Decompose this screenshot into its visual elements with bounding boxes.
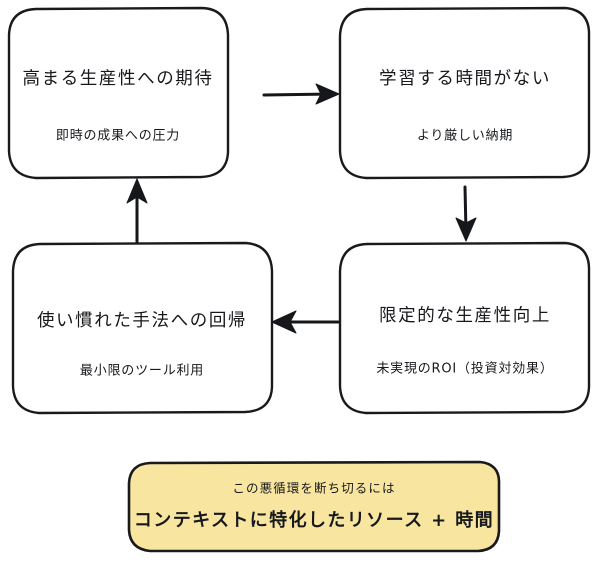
edge-top — [262, 83, 340, 105]
node-rising-expectations-outline — [7, 6, 230, 180]
node-revert-to-habit-title: 使い慣れた手法への回帰 — [37, 310, 247, 331]
edge-bottom-arrowhead — [271, 310, 297, 334]
node-no-time-to-learn[interactable]: 学習する時間がない より厳しい納期 — [338, 6, 591, 180]
callout-solution-kicker: この悪循環を断ち切るには — [232, 481, 395, 496]
edge-left-arrowhead — [126, 178, 148, 204]
callout-solution[interactable]: この悪循環を断ち切るには コンテキストに特化したリソース + 時間 — [127, 460, 501, 553]
node-revert-to-habit[interactable]: 使い慣れた手法への回帰 最小限のツール利用 — [11, 241, 274, 415]
node-no-time-to-learn-subtitle: より厳しい納期 — [417, 129, 513, 144]
node-rising-expectations[interactable]: 高まる生産性への期待 即時の成果への圧力 — [7, 6, 230, 180]
edge-bottom — [271, 310, 340, 334]
node-limited-gain-outline — [338, 241, 591, 415]
edge-top-arrowhead — [315, 83, 340, 105]
node-revert-to-habit-outline — [11, 241, 274, 415]
node-revert-to-habit-subtitle: 最小限のツール利用 — [80, 364, 204, 379]
node-limited-gain-subtitle: 未実現のROI（投資対効果） — [376, 361, 553, 377]
node-no-time-to-learn-outline — [338, 6, 591, 180]
node-rising-expectations-title: 高まる生産性への期待 — [23, 69, 214, 89]
node-limited-gain[interactable]: 限定的な生産性向上 未実現のROI（投資対効果） — [338, 241, 591, 415]
callout-solution-outline — [127, 460, 501, 553]
node-limited-gain-title: 限定的な生産性向上 — [379, 306, 551, 326]
callout-solution-statement: コンテキストに特化したリソース + 時間 — [134, 509, 494, 531]
node-rising-expectations-subtitle: 即時の成果への圧力 — [56, 129, 180, 144]
edge-right — [455, 185, 477, 242]
edge-right-arrowhead — [455, 217, 477, 242]
node-no-time-to-learn-title: 学習する時間がない — [379, 69, 551, 89]
edge-left — [126, 178, 148, 244]
